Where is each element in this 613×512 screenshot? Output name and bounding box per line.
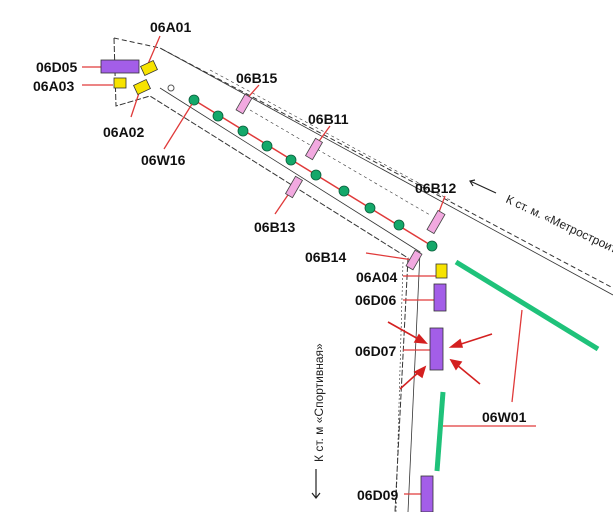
arrow-down-left-icon <box>448 333 493 348</box>
marker-b12 <box>426 209 446 235</box>
label-d05: 06D05 <box>36 59 77 75</box>
leader-w16 <box>163 103 193 150</box>
label-a03: 06A03 <box>33 78 74 94</box>
green-dot <box>393 219 405 231</box>
green-dot <box>310 169 322 181</box>
pink-markers <box>235 93 446 271</box>
w01-bar-vertical <box>434 391 446 472</box>
marker-d07 <box>429 327 444 371</box>
street-label-metrostroitel: К ст. м. «Метростроител <box>504 192 613 261</box>
label-a01: 06A01 <box>150 19 191 35</box>
purple-markers <box>100 59 447 512</box>
tunnel-mid-line-2 <box>249 109 431 216</box>
green-dot <box>426 240 438 252</box>
marker-a03 <box>113 77 127 89</box>
leader-a01 <box>147 35 161 65</box>
label-b11: 06B11 <box>308 111 349 127</box>
label-d07: 06D07 <box>355 343 396 359</box>
label-w01: 06W01 <box>482 409 527 425</box>
arrow-left-icon <box>469 179 497 194</box>
label-a04: 06A04 <box>356 269 397 285</box>
marker-b15 <box>235 93 253 115</box>
green-dot <box>237 125 249 137</box>
label-b13: 06B13 <box>254 219 295 235</box>
d07-arrows <box>387 321 493 390</box>
label-d09: 06D09 <box>357 487 398 503</box>
marker-a01 <box>140 59 158 77</box>
yellow-markers <box>113 59 448 279</box>
green-dot <box>364 202 376 214</box>
label-d06: 06D06 <box>355 292 396 308</box>
arrow-down-right-icon <box>387 321 428 344</box>
label-w16: 06W16 <box>141 152 186 168</box>
marker-a04 <box>435 263 448 279</box>
green-dot <box>338 185 350 197</box>
tunnel-inner-lower <box>159 87 421 512</box>
label-b12: 06B12 <box>415 180 456 196</box>
street-label-sportivnaya: К ст. м «Спортивная» <box>312 343 326 462</box>
arrow-up-left-icon <box>449 358 481 385</box>
green-dot <box>261 140 273 152</box>
label-b15: 06B15 <box>236 70 277 86</box>
arrow-down-icon <box>311 469 321 499</box>
tunnel-outer-upper <box>113 37 613 289</box>
marker-d06 <box>433 283 447 312</box>
green-dot <box>212 110 224 122</box>
w01-bar-diagonal <box>454 259 600 352</box>
marker-b11 <box>304 137 324 161</box>
tunnel-side-vertical <box>395 261 404 512</box>
leader-b14 <box>365 252 414 261</box>
w01-bars <box>434 259 600 472</box>
marker-b14 <box>405 249 423 271</box>
marker-a02 <box>133 78 151 96</box>
arrow-up-right-icon <box>399 365 427 390</box>
label-a02: 06A02 <box>103 124 144 140</box>
label-b14: 06B14 <box>305 249 346 265</box>
green-dot <box>285 154 297 166</box>
w16-dots <box>188 94 438 252</box>
green-dot <box>188 94 200 106</box>
marker-d09 <box>420 475 434 512</box>
leader-w01-a <box>511 309 523 403</box>
marker-d05 <box>100 59 140 74</box>
tunnel-inner-upper <box>159 47 613 296</box>
leader-lines <box>82 35 536 495</box>
reference-circle <box>167 84 175 92</box>
marker-b13 <box>284 175 304 199</box>
